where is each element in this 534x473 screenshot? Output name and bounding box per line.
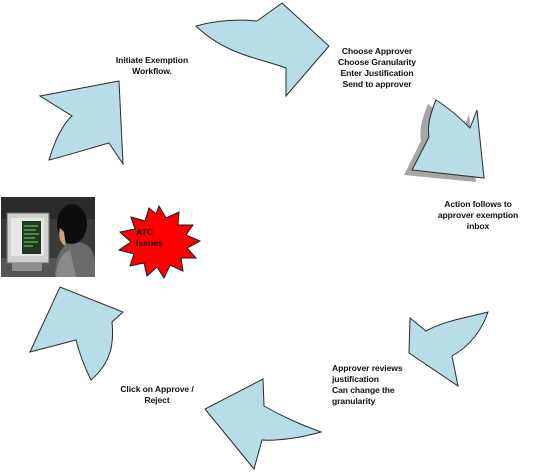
user-computer-illustration: [1, 197, 95, 277]
step-inbox-label: Action follows to approver exemption inb…: [437, 199, 519, 231]
step-approve-label: Click on Approve / Reject: [120, 384, 194, 405]
arrow-approve: [204, 378, 323, 471]
atc-issues-burst: [117, 204, 202, 280]
step-choose-label: Choose Approver Choose Granularity Enter…: [338, 46, 416, 89]
arrow-initiate: [38, 80, 124, 166]
arrow-inbox: [411, 99, 485, 179]
step-initiate-label: Initiate Exemption Workflow.: [115, 55, 189, 76]
atc-issues-label: ATC Issues: [136, 227, 163, 248]
arrow-return: [29, 286, 124, 381]
step-review-label: Approver reviews justification Can chang…: [332, 363, 403, 406]
arrow-review: [408, 311, 489, 388]
arrow-choose: [195, 2, 330, 98]
